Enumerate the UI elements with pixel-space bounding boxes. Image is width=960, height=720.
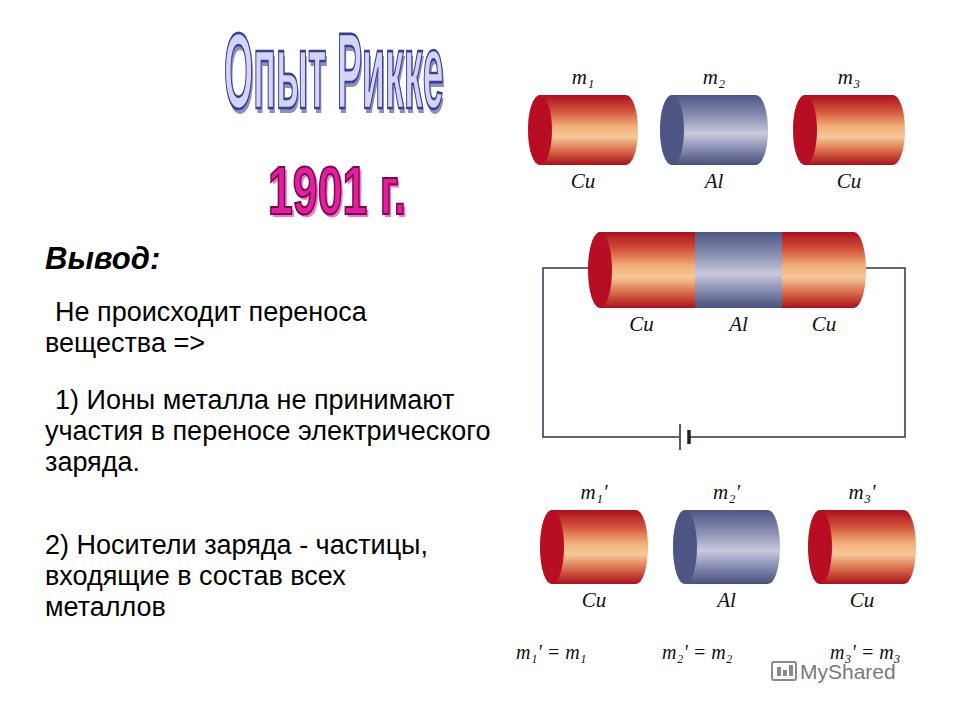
- mass-label: m₃: [793, 65, 905, 89]
- cylinder-shape: [673, 510, 780, 584]
- mass-equation: m₂' = m₂: [662, 640, 733, 664]
- cylinder-shape: [695, 232, 782, 308]
- conclusion-text: Не происходит переноса вещества =>: [45, 297, 490, 359]
- cylinder-body: [673, 510, 780, 584]
- metal-label: Cu: [782, 312, 866, 336]
- cylinder-body: [588, 232, 695, 308]
- mass-label: m₃': [808, 480, 916, 504]
- metal-label: Cu: [540, 588, 648, 612]
- metal-label: Cu: [793, 169, 905, 193]
- metal-label: Al: [673, 588, 780, 612]
- cylinder-body: [695, 232, 782, 308]
- cylinder-shape: [793, 95, 905, 165]
- aluminium-cylinder: m₂Al: [660, 95, 768, 165]
- cylinder-end: [528, 95, 552, 165]
- cylinder-end: [808, 510, 832, 584]
- metal-label: Cu: [528, 169, 638, 193]
- copper-cylinder: m₃'Cu: [808, 510, 916, 584]
- mass-equation: m₁' = m₁: [516, 640, 587, 664]
- cylinder-body: [793, 95, 905, 165]
- mass-label: m₁: [528, 65, 638, 89]
- cylinder-shape: [588, 232, 695, 308]
- cylinder-shape: [808, 510, 916, 584]
- metal-label: Cu: [808, 588, 916, 612]
- copper-cylinder: m₁Cu: [528, 95, 638, 165]
- cylinder-shape: [782, 232, 866, 308]
- cylinder-end: [673, 510, 697, 584]
- watermark: MyShared: [800, 659, 896, 684]
- cylinder-body: [660, 95, 768, 165]
- cylinder-body: [782, 232, 866, 308]
- copper-cylinder: Cu: [782, 232, 866, 308]
- cylinder-body: [808, 510, 916, 584]
- cylinder-end: [588, 232, 612, 308]
- cylinder-shape: [528, 95, 638, 165]
- metal-label: Cu: [588, 312, 695, 336]
- cylinder-end: [793, 95, 817, 165]
- conclusion-point: 1) Ионы металла не принимают участия в п…: [45, 385, 495, 478]
- mass-label: m₁': [540, 480, 648, 504]
- aluminium-cylinder: Al: [695, 232, 782, 308]
- metal-label: Al: [660, 169, 768, 193]
- cylinder-shape: [660, 95, 768, 165]
- copper-cylinder: m₃Cu: [793, 95, 905, 165]
- battery-plate-short: [687, 430, 691, 444]
- cylinder-body: [540, 510, 648, 584]
- cylinder-shape: [540, 510, 648, 584]
- year-heading: 1901 г.: [268, 150, 406, 231]
- battery-plate-long: [679, 424, 681, 450]
- cylinder-body: [528, 95, 638, 165]
- watermark-icon: [772, 662, 796, 680]
- aluminium-cylinder: m₂'Al: [673, 510, 780, 584]
- cylinder-end: [540, 510, 564, 584]
- copper-cylinder: Cu: [588, 232, 695, 308]
- conclusion-point: 2) Носители заряда - частицы, входящие в…: [45, 530, 465, 623]
- copper-cylinder: m₁'Cu: [540, 510, 648, 584]
- cylinder-end: [660, 95, 684, 165]
- mass-label: m₂: [660, 65, 768, 89]
- slide-title: Опыт Рикке: [224, 18, 444, 126]
- mass-label: m₂': [673, 480, 780, 504]
- metal-label: Al: [695, 312, 782, 336]
- conclusion-heading: Вывод:: [45, 240, 160, 277]
